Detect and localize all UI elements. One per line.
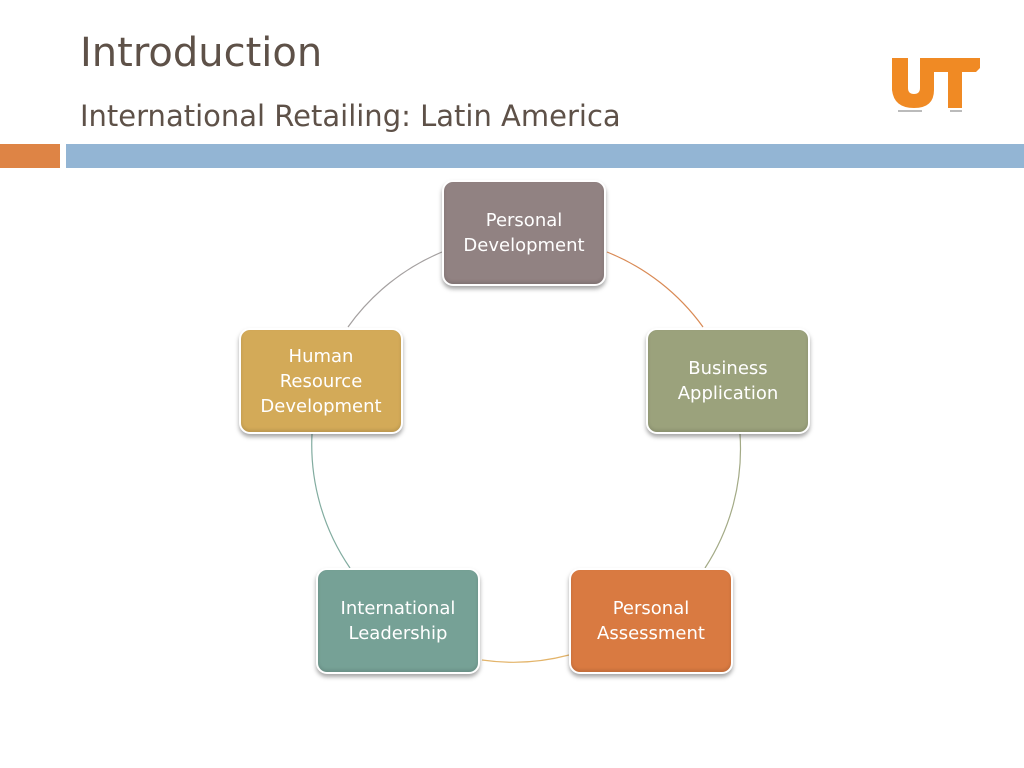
node-international-leadership: International Leadership <box>316 568 480 674</box>
arc-resource-to-development <box>347 251 443 328</box>
node-human-resource-development: Human Resource Development <box>239 328 403 434</box>
arc-leadership-to-resource <box>311 433 351 569</box>
arc-assessment-to-leadership <box>481 654 570 663</box>
node-personal-assessment: Personal Assessment <box>569 568 733 674</box>
accent-bar <box>0 144 60 168</box>
slide-subtitle: International Retailing: Latin America <box>80 99 621 133</box>
header-bar <box>66 144 1024 168</box>
node-personal-development: Personal Development <box>442 180 606 286</box>
ut-logo <box>892 58 980 112</box>
arc-development-to-application <box>606 251 704 328</box>
ut-logo-mark <box>892 58 980 108</box>
arc-application-to-assessment <box>704 433 742 569</box>
slide-title: Introduction <box>80 30 323 76</box>
node-business-application: Business Application <box>646 328 810 434</box>
